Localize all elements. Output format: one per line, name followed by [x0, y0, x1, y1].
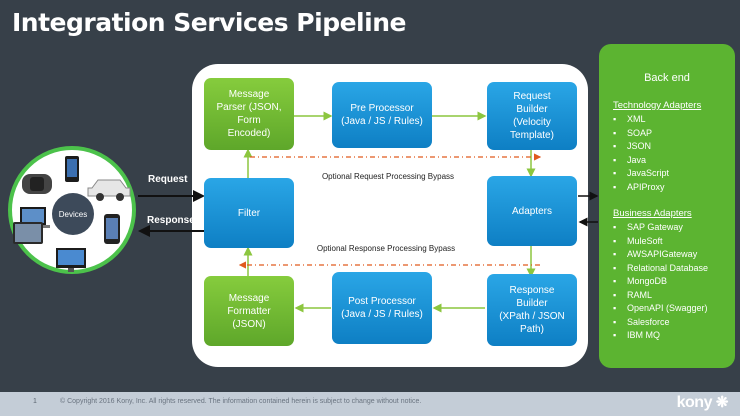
list-item: JavaScript [613, 167, 669, 181]
backend-panel: Back end Technology Adapters XML SOAP JS… [599, 44, 735, 368]
list-item: Java [613, 154, 669, 168]
list-item: OpenAPI (Swagger) [613, 302, 708, 316]
car-icon [87, 179, 131, 201]
list-item: Relational Database [613, 262, 708, 276]
pre-processor-node: Pre Processor (Java / JS / Rules) [332, 82, 432, 148]
response-builder-node: Response Builder (XPath / JSON Path) [487, 274, 577, 346]
adapters-node: Adapters [487, 176, 577, 246]
page-number: 1 [33, 398, 37, 405]
list-item: RAML [613, 289, 708, 303]
response-label: Response [147, 215, 195, 226]
list-item: SAP Gateway [613, 221, 708, 235]
list-item: MongoDB [613, 275, 708, 289]
list-item: IBM MQ [613, 329, 708, 343]
request-bypass-label: Optional Request Processing Bypass [321, 172, 455, 181]
filter-node: Filter [204, 178, 294, 248]
list-item: Salesforce [613, 316, 708, 330]
phone-icon [104, 214, 120, 244]
monitor-icon [56, 248, 86, 272]
copyright-text: © Copyright 2016 Kony, Inc. All rights r… [60, 398, 422, 405]
smartwatch-icon [22, 174, 52, 194]
backend-title: Back end [644, 72, 690, 84]
kony-logo: kony ❋ [676, 394, 729, 411]
technology-adapters-list: XML SOAP JSON Java JavaScript APIProxy [613, 113, 669, 194]
page-title: Integration Services Pipeline [12, 8, 406, 37]
technology-adapters-heading: Technology Adapters [613, 100, 702, 111]
list-item: XML [613, 113, 669, 127]
list-item: APIProxy [613, 181, 669, 195]
laptop-icon [16, 207, 50, 228]
message-parser-node: Message Parser (JSON, Form Encoded) [204, 78, 294, 150]
list-item: SOAP [613, 127, 669, 141]
list-item: MuleSoft [613, 235, 708, 249]
request-label: Request [148, 174, 188, 185]
smartphone-icon [65, 156, 79, 182]
kony-logo-icon: ❋ [715, 394, 729, 411]
post-processor-node: Post Processor (Java / JS / Rules) [332, 272, 432, 344]
business-adapters-list: SAP Gateway MuleSoft AWSAPIGateway Relat… [613, 221, 708, 343]
request-builder-node: Request Builder (Velocity Template) [487, 82, 577, 150]
list-item: JSON [613, 140, 669, 154]
devices-label: Devices [52, 193, 94, 235]
footer: 1 © Copyright 2016 Kony, Inc. All rights… [0, 392, 740, 416]
response-bypass-label: Optional Response Processing Bypass [316, 244, 456, 253]
list-item: AWSAPIGateway [613, 248, 708, 262]
tablet-icon [13, 222, 43, 244]
message-formatter-node: Message Formatter (JSON) [204, 276, 294, 346]
business-adapters-heading: Business Adapters [613, 208, 692, 219]
